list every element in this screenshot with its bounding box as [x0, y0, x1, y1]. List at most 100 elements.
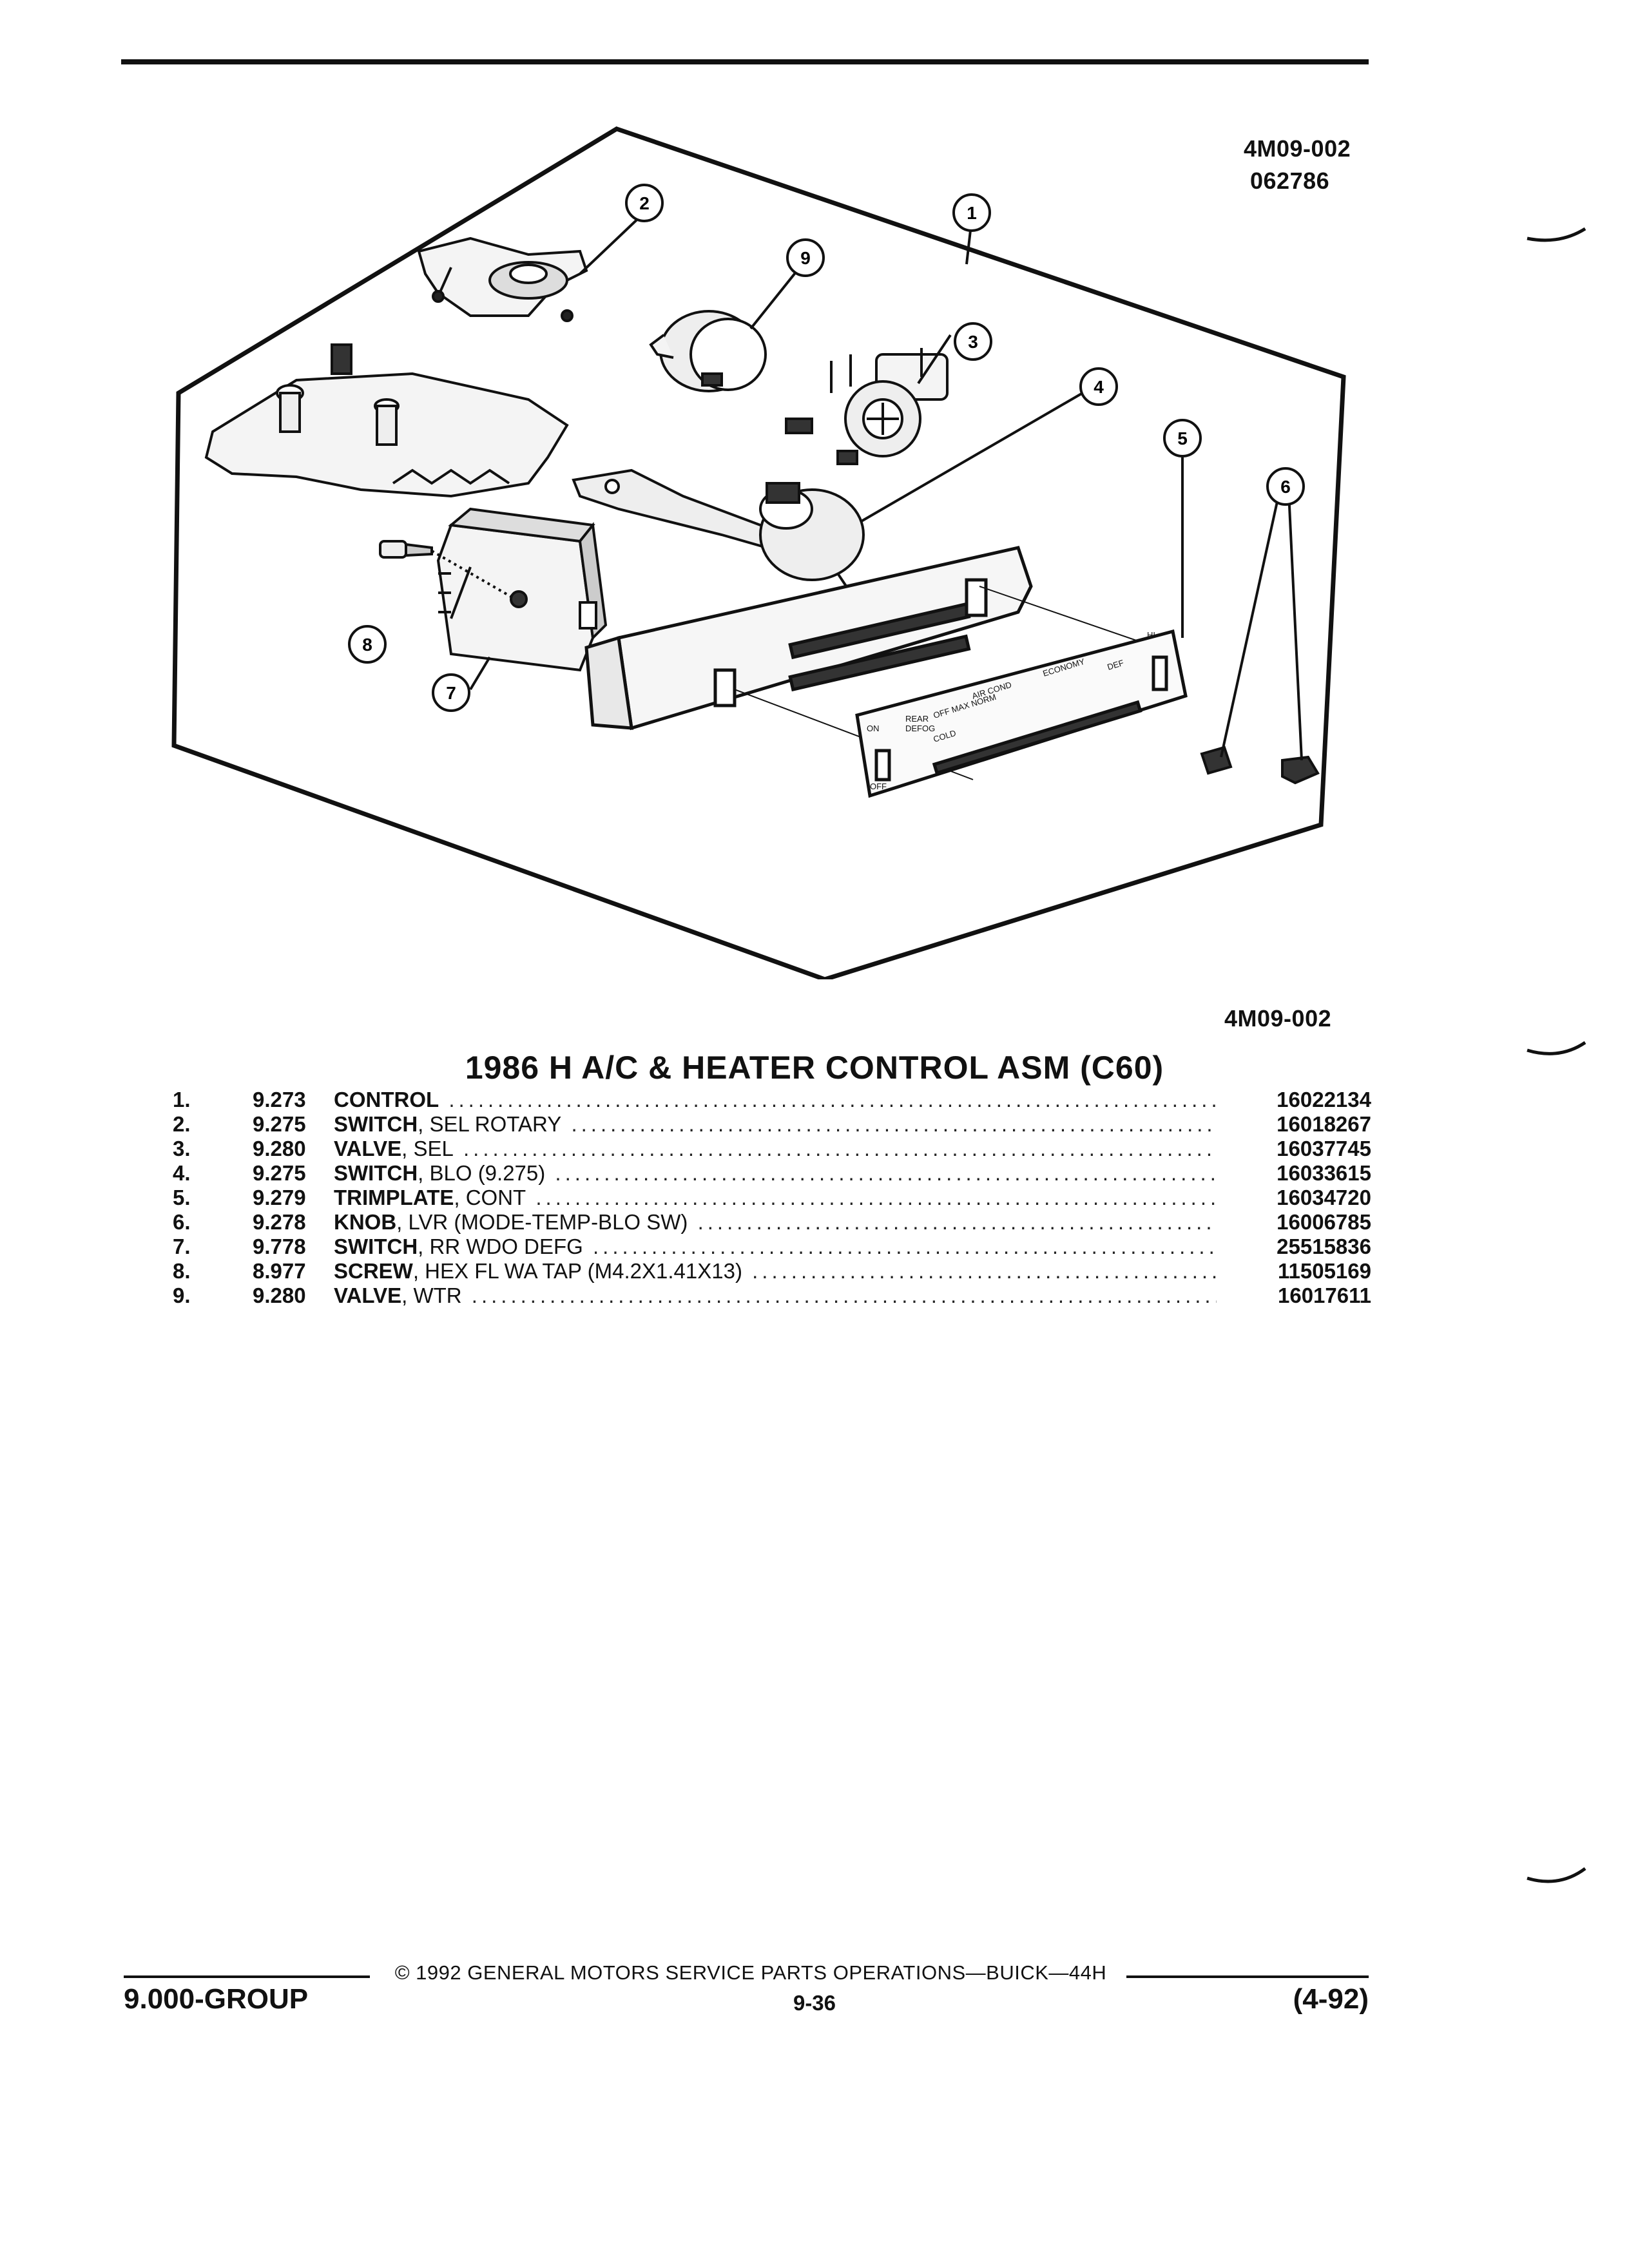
part-6-knobs: [1200, 745, 1320, 785]
part-row: 3. 9.280 VALVE, SEL ......................…: [173, 1137, 1371, 1161]
callouts: 1 2 3 4 5 6 7 8 9: [348, 184, 1305, 712]
part-spec: , CONT: [454, 1186, 526, 1209]
part-group: 9.278: [253, 1210, 306, 1234]
leader-dots: ........................................…: [752, 1259, 1217, 1283]
part-description: KNOB, LVR (MODE-TEMP-BLO SW) ...........…: [334, 1210, 1217, 1235]
part-8-screw: [379, 540, 516, 601]
label-defog: DEFOG: [905, 724, 935, 733]
part-number: 5.: [173, 1186, 191, 1209]
part-name: SWITCH: [334, 1161, 418, 1185]
svg-text:4: 4: [1094, 377, 1104, 397]
svg-text:2: 2: [639, 193, 650, 213]
part-name: VALVE: [334, 1283, 402, 1307]
part-spec: , BLO (9.275): [418, 1161, 546, 1185]
label-off: OFF: [870, 782, 887, 791]
svg-text:1: 1: [967, 203, 977, 223]
part-description: TRIMPLATE, CONT ........................…: [334, 1186, 1217, 1210]
callout-2: 2: [625, 184, 664, 222]
leader-dots: ........................................…: [592, 1235, 1217, 1258]
callout-4: 4: [1079, 367, 1118, 406]
part-number: 6.: [173, 1210, 191, 1234]
part-description: SWITCH, BLO (9.275) ....................…: [334, 1161, 1217, 1186]
part-row: 8. 8.977 SCREW, HEX FL WA TAP (M4.2X1.41X1…: [173, 1259, 1371, 1283]
part-number: 9.: [173, 1283, 191, 1307]
footer-rule-right: [1126, 1975, 1369, 1978]
label-def: DEF: [1106, 658, 1124, 672]
part-row: 5. 9.279 TRIMPLATE, CONT .................…: [173, 1186, 1371, 1210]
svg-text:5: 5: [1177, 428, 1188, 448]
part-name: SWITCH: [334, 1112, 418, 1136]
svg-text:6: 6: [1280, 477, 1291, 497]
part-4-blower-switch: [759, 482, 865, 594]
svg-text:9: 9: [800, 248, 811, 268]
part-spec: , SEL: [401, 1137, 454, 1160]
part-name: KNOB: [334, 1210, 397, 1234]
top-rule: [121, 59, 1369, 64]
part-row: 4. 9.275 SWITCH, BLO (9.275) .............…: [173, 1161, 1371, 1186]
part-catalog-number: 16022134: [1277, 1088, 1371, 1111]
part-catalog-number: 16034720: [1277, 1186, 1371, 1209]
revision-date: (4-92): [1293, 1983, 1369, 2015]
part-name: SCREW: [334, 1259, 413, 1283]
part-number: 8.: [173, 1259, 191, 1283]
page-title: 1986 H A/C & HEATER CONTROL ASM (C60): [465, 1050, 1164, 1086]
footer-rule-left: [124, 1975, 370, 1978]
leader-dots: ........................................…: [471, 1283, 1217, 1307]
part-row: 2. 9.275 SWITCH, SEL ROTARY ..............…: [173, 1112, 1371, 1137]
svg-text:8: 8: [362, 635, 372, 655]
part-catalog-number: 25515836: [1277, 1235, 1371, 1258]
part-spec: , SEL ROTARY: [418, 1112, 562, 1136]
label-on: ON: [867, 724, 880, 733]
margin-marks: [1527, 227, 1586, 1883]
part-group: 9.275: [253, 1112, 306, 1136]
part-description: SCREW, HEX FL WA TAP (M4.2X1.41X13) ....…: [334, 1259, 1217, 1283]
part-catalog-number: 16037745: [1277, 1137, 1371, 1160]
svg-text:7: 7: [446, 683, 456, 703]
part-name: TRIMPLATE: [334, 1186, 454, 1209]
part-description: SWITCH, SEL ROTARY .....................…: [334, 1112, 1217, 1137]
part-number: 1.: [173, 1088, 191, 1111]
part-5-trimplate: [855, 629, 1188, 798]
part-row: 1. 9.273 CONTROL .........................…: [173, 1088, 1371, 1112]
part-description: VALVE, SEL .............................…: [334, 1137, 1217, 1161]
callout-6: 6: [1266, 467, 1305, 506]
part-2-selector-switch: [417, 236, 588, 322]
figure-date-code: 062786: [1250, 168, 1330, 194]
control-housing: [204, 343, 569, 498]
leader-dots: ........................................…: [448, 1088, 1217, 1111]
figure-code-top: 4M09-002: [1244, 135, 1351, 162]
part-group: 9.273: [253, 1088, 306, 1111]
page-number: 9-36: [793, 1991, 836, 2015]
leader-dots: ........................................…: [697, 1210, 1217, 1234]
copyright: © 1992 GENERAL MOTORS SERVICE PARTS OPER…: [394, 1961, 1107, 1984]
parts-list: 1. 9.273 CONTROL .........................…: [173, 1088, 1371, 1308]
part-row: 6. 9.278 KNOB, LVR (MODE-TEMP-BLO SW) ....…: [173, 1210, 1371, 1235]
callout-7: 7: [432, 673, 470, 712]
part-name: VALVE: [334, 1137, 402, 1160]
part-group: 8.977: [253, 1259, 306, 1283]
callout-3: 3: [954, 322, 992, 361]
part-description: SWITCH, RR WDO DEFG ....................…: [334, 1235, 1217, 1259]
part-group: 9.275: [253, 1161, 306, 1185]
part-number: 3.: [173, 1137, 191, 1160]
part-7-rear-defog-switch: [436, 507, 608, 672]
part-group: 9.279: [253, 1186, 306, 1209]
part-description: VALVE, WTR .............................…: [334, 1283, 1217, 1308]
part-number: 4.: [173, 1161, 191, 1185]
part-number: 2.: [173, 1112, 191, 1136]
part-name: CONTROL: [334, 1088, 439, 1111]
figure-code-bottom: 4M09-002: [1224, 1005, 1332, 1032]
part-catalog-number: 16017611: [1277, 1283, 1371, 1307]
part-group: 9.280: [253, 1283, 306, 1307]
part-spec: , LVR (MODE-TEMP-BLO SW): [396, 1210, 688, 1234]
callout-1: 1: [952, 193, 991, 232]
part-description: CONTROL ................................…: [334, 1088, 1217, 1112]
part-name: SWITCH: [334, 1235, 418, 1258]
leader-dots: ........................................…: [535, 1186, 1217, 1209]
part-9-water-valve: [649, 310, 767, 392]
callout-8: 8: [348, 625, 387, 664]
part-group: 9.280: [253, 1137, 306, 1160]
label-rear: REAR: [905, 714, 929, 724]
callout-5: 5: [1163, 419, 1202, 457]
part-catalog-number: 16033615: [1277, 1161, 1371, 1185]
